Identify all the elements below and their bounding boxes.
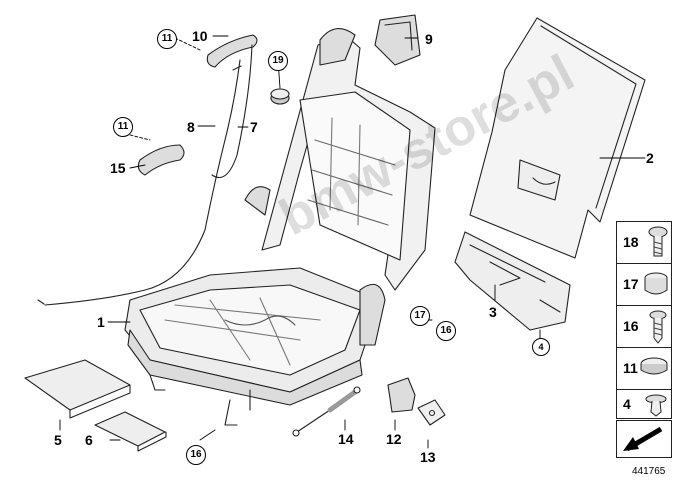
lower-trim: [454, 231, 571, 331]
legend-item-4: 4: [616, 389, 672, 419]
handle-15: [137, 144, 185, 176]
handle-10: [206, 34, 258, 68]
callout-3: 3: [489, 304, 497, 320]
callout-16b: 16: [186, 445, 206, 465]
callout-5: 5: [54, 432, 62, 448]
part-5-cover: [24, 359, 131, 419]
callout-8: 8: [187, 119, 195, 135]
legend-item-18: 18: [616, 221, 672, 265]
part-13-plate: [417, 399, 446, 426]
legend-item-16: 16: [616, 305, 672, 349]
callout-10: 10: [192, 28, 208, 44]
callout-16a: 16: [436, 321, 456, 341]
expanding-rivet-icon: [645, 394, 667, 417]
callout-19: 19: [268, 51, 288, 71]
part-19: [270, 88, 290, 105]
part-12-latch: [387, 377, 416, 413]
callout-2: 2: [646, 150, 654, 166]
callout-14: 14: [338, 431, 354, 447]
legend-item-17: 17: [616, 263, 672, 307]
legend-number: 18: [623, 234, 639, 250]
bowden-cables: [37, 44, 253, 306]
callout-15: 15: [110, 160, 126, 176]
callout-17: 17: [410, 306, 430, 326]
bush-icon: [644, 272, 668, 295]
backrest-panel: [469, 17, 646, 259]
legend-number: 4: [623, 396, 631, 412]
callout-4: 4: [532, 338, 550, 356]
orientation-arrow-box: [616, 420, 672, 458]
cap-icon: [640, 357, 668, 375]
callout-6: 6: [85, 432, 93, 448]
legend-item-11: 11: [616, 347, 672, 391]
callout-9: 9: [425, 31, 433, 47]
callout-11a: 11: [157, 29, 177, 49]
arrow-icon: [623, 426, 663, 452]
screw-icon: [649, 310, 667, 344]
leader-lines: [59, 35, 646, 449]
callout-7: 7: [250, 119, 258, 135]
callout-13: 13: [420, 449, 436, 465]
legend-number: 16: [623, 318, 639, 334]
bolt-icon: [648, 226, 668, 257]
callout-11b: 11: [113, 117, 133, 137]
seat-frame: [124, 28, 436, 426]
headrest-mount: [374, 14, 421, 66]
legend-number: 17: [623, 276, 639, 292]
callout-1: 1: [97, 314, 105, 330]
callout-12: 12: [386, 431, 402, 447]
legend-number: 11: [623, 360, 638, 376]
gas-spring: [292, 386, 361, 437]
part-6-bracket: [94, 411, 167, 452]
document-number: 441765: [632, 466, 666, 477]
